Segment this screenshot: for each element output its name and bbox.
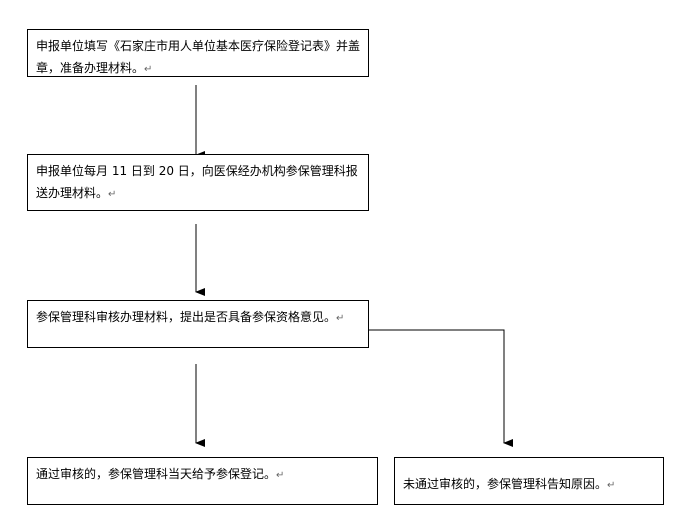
- step2-text: 申报单位每月 11 日到 20 日，向医保经办机构参保管理科报送办理材料。: [36, 164, 358, 200]
- rejected-box: 未通过审核的，参保管理科告知原因。↵: [394, 457, 664, 505]
- paragraph-mark: ↵: [336, 313, 345, 324]
- paragraph-mark: ↵: [607, 480, 616, 491]
- paragraph-mark: ↵: [144, 64, 153, 75]
- approved-box: 通过审核的，参保管理科当天给予参保登记。↵: [27, 457, 378, 505]
- step2-box: 申报单位每月 11 日到 20 日，向医保经办机构参保管理科报送办理材料。↵: [27, 154, 369, 211]
- paragraph-mark: ↵: [276, 470, 285, 481]
- step3-box: 参保管理科审核办理材料，提出是否具备参保资格意见。↵: [27, 300, 369, 348]
- step1-box: 申报单位填写《石家庄市用人单位基本医疗保险登记表》并盖章，准备办理材料。↵: [27, 29, 369, 77]
- step1-text: 申报单位填写《石家庄市用人单位基本医疗保险登记表》并盖章，准备办理材料。: [36, 39, 361, 75]
- approved-text: 通过审核的，参保管理科当天给予参保登记。: [36, 467, 277, 481]
- paragraph-mark: ↵: [108, 189, 117, 200]
- step3-text: 参保管理科审核办理材料，提出是否具备参保资格意见。: [36, 310, 337, 324]
- rejected-text: 未通过审核的，参保管理科告知原因。: [403, 477, 608, 491]
- arrow-step3-to-rejected: [368, 329, 513, 447]
